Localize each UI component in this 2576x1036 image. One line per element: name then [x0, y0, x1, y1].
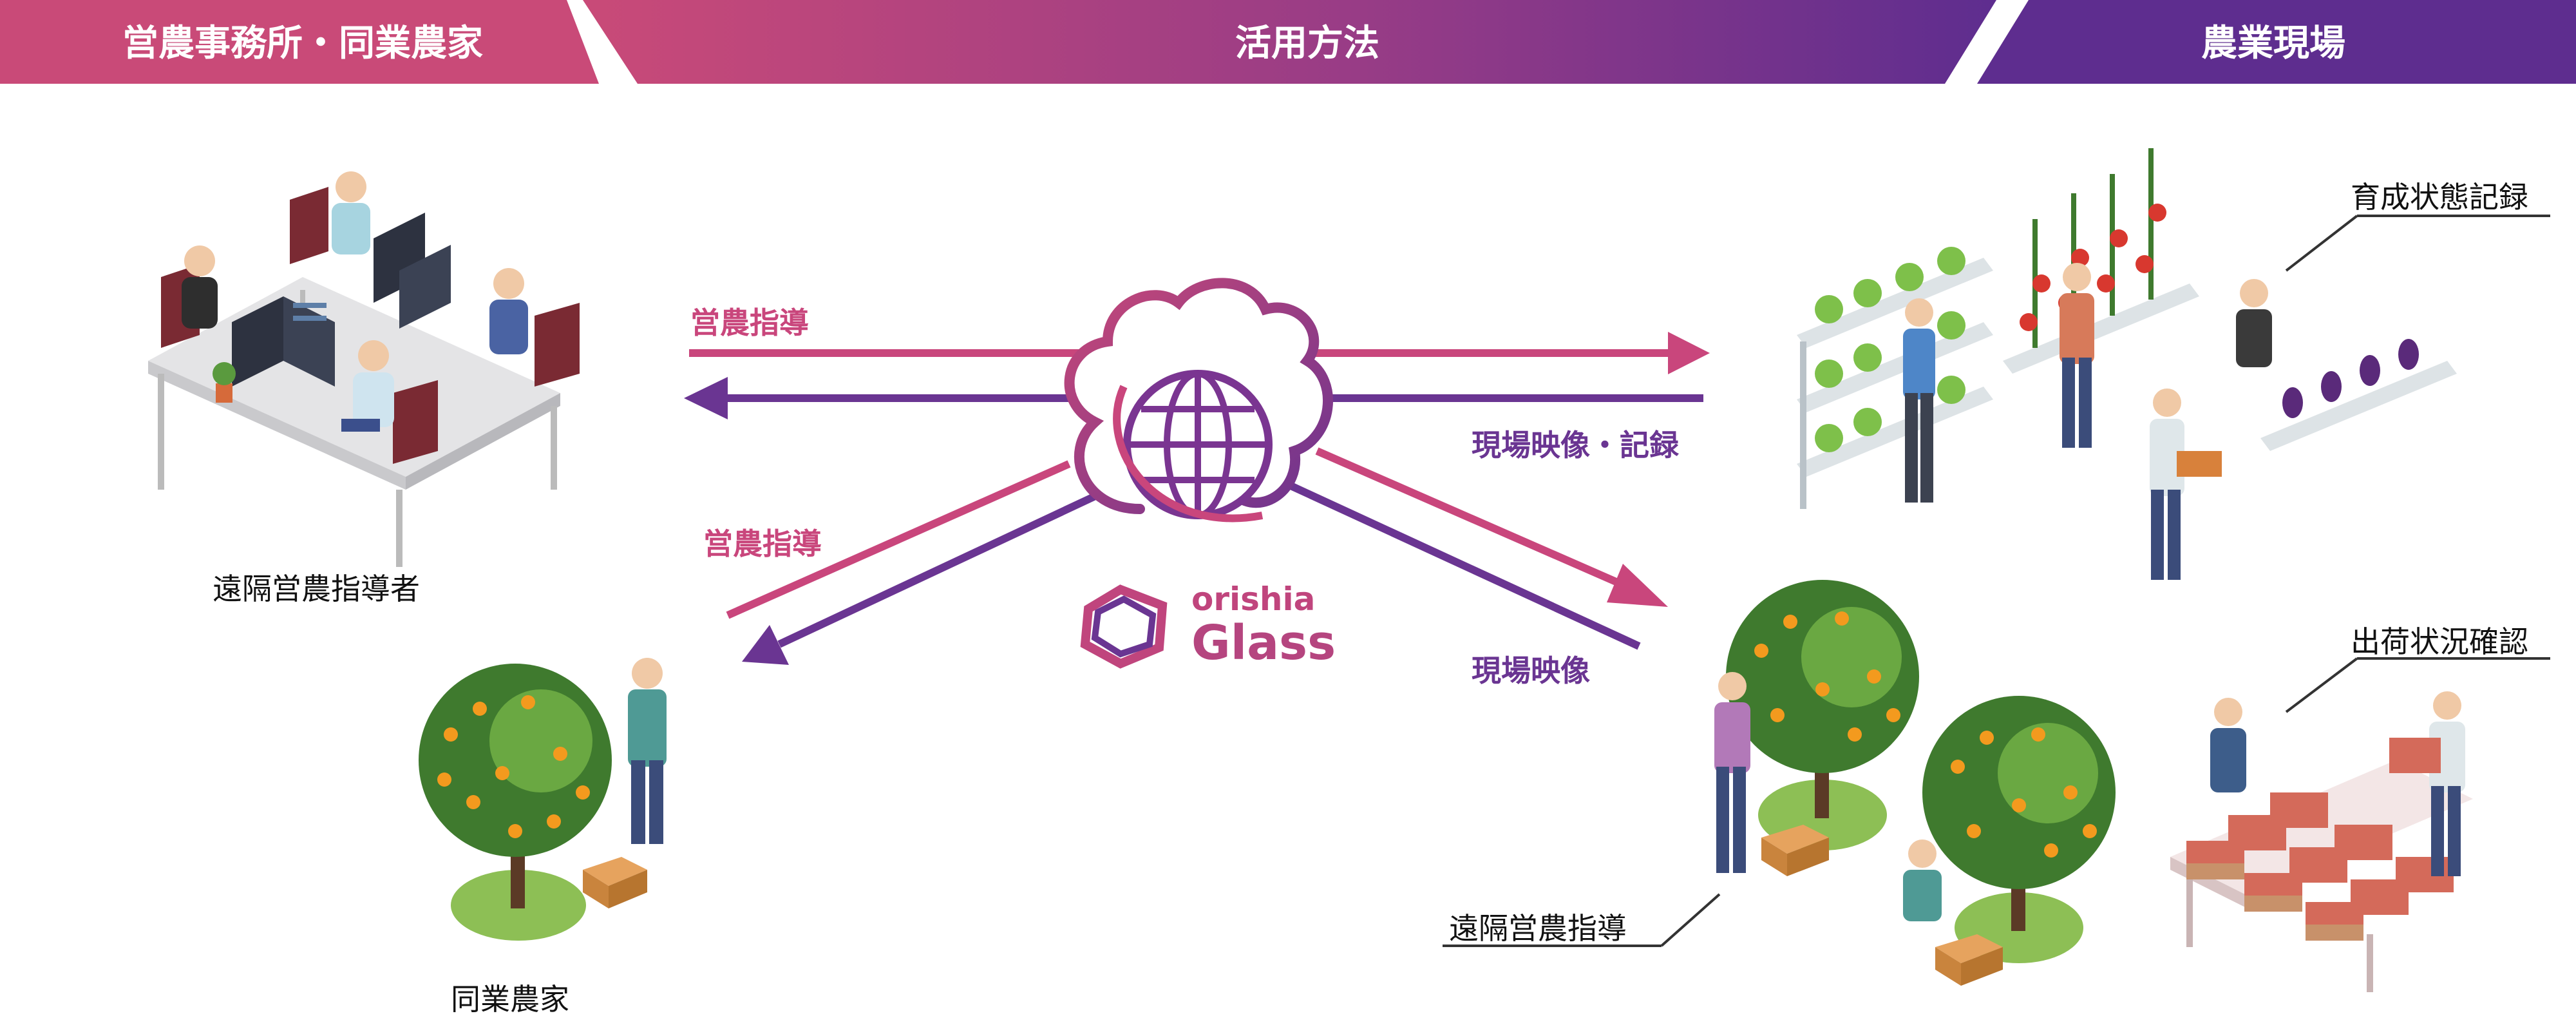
arrowhead-top-left [684, 377, 728, 419]
banner-left [0, 0, 599, 84]
caption-remote: 遠隔営農指導 [1449, 911, 1627, 946]
arrow-label-top-left: 営農指導 [690, 305, 809, 340]
arrow-bottom-right-purple [1286, 481, 1641, 650]
leader-growth [2285, 215, 2358, 272]
header-right-label: 農業現場 [2201, 23, 2345, 64]
header-left-label: 営農事務所・同業農家 [122, 23, 483, 64]
arrow-bottom-right [1315, 447, 1631, 591]
arrow-bottom-left-pink [726, 460, 1071, 619]
caption-growth: 育成状態記録 [2351, 180, 2528, 215]
arrow-bottom-left [777, 491, 1100, 648]
leader-remote [1660, 893, 1721, 947]
caption-shipping: 出荷状況確認 [2351, 624, 2528, 659]
header-center-label: 活用方法 [1235, 23, 1379, 64]
arrow-label-bottom-left: 営農指導 [703, 526, 822, 561]
cloud-globe-icon [1064, 278, 1333, 523]
caption-office: 遠隔営農指導者 [213, 571, 420, 606]
orchard-illustration [1714, 580, 2116, 986]
arrow-label-top-right: 現場映像・記録 [1472, 428, 1679, 463]
arrow-label-bottom-right: 現場映像 [1472, 653, 1590, 688]
arrowhead-bottom-left [742, 625, 789, 665]
orishia-logo-icon [1080, 584, 1168, 669]
banner-center [583, 0, 1996, 84]
arrowhead-bottom-right [1607, 564, 1668, 607]
banner-right [1977, 0, 2576, 84]
orishia-glass-logo: orishia Glass [1191, 583, 1336, 667]
arrowhead-top-right [1668, 332, 1710, 374]
greenhouse-illustration [1797, 148, 2457, 580]
logo-big-text: Glass [1191, 615, 1336, 671]
office-illustration [148, 171, 580, 567]
leader-shipping [2285, 657, 2358, 713]
logo-small-text: orishia [1191, 580, 1316, 618]
farmer-illustration [419, 658, 667, 941]
shipping-illustration [2170, 691, 2473, 992]
caption-farmer: 同業農家 [451, 982, 569, 1017]
